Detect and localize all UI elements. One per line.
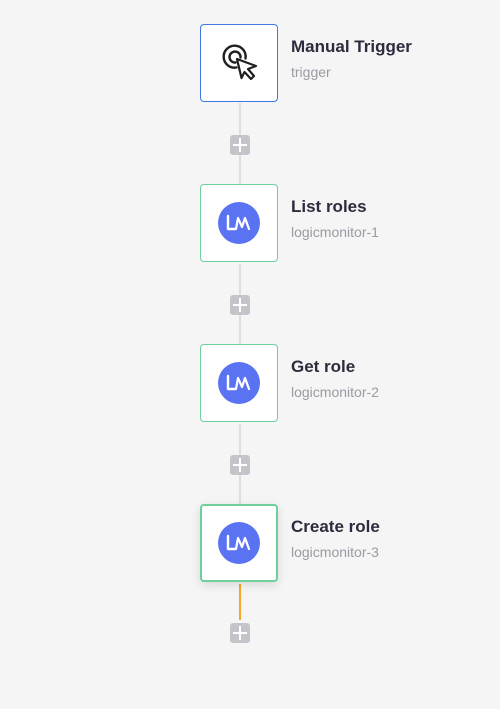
step-title[interactable]: Manual Trigger — [291, 37, 412, 56]
add-step-button[interactable] — [230, 135, 250, 155]
logicmonitor-icon — [218, 362, 260, 404]
step-card[interactable] — [200, 24, 278, 102]
cursor-click-icon — [216, 38, 262, 89]
step-title[interactable]: Get role — [291, 357, 356, 376]
active-connector-line — [239, 584, 241, 620]
step-title[interactable]: Create role — [291, 517, 380, 536]
step-subtitle: logicmonitor-1 — [291, 224, 379, 240]
step-subtitle: trigger — [291, 64, 331, 80]
step-text: Create role logicmonitor-3 — [291, 517, 380, 561]
logicmonitor-icon — [218, 202, 260, 244]
add-step-button[interactable] — [230, 295, 250, 315]
step-card-selected[interactable] — [200, 504, 278, 582]
workflow-step-list-roles[interactable]: List roles logicmonitor-1 — [200, 184, 379, 264]
workflow-step-manual-trigger[interactable]: Manual Trigger trigger — [200, 24, 412, 104]
step-card[interactable] — [200, 184, 278, 262]
step-text: List roles logicmonitor-1 — [291, 197, 379, 241]
step-subtitle: logicmonitor-2 — [291, 384, 379, 400]
step-title[interactable]: List roles — [291, 197, 367, 216]
workflow-step-get-role[interactable]: Get role logicmonitor-2 — [200, 344, 379, 424]
add-step-button[interactable] — [230, 455, 250, 475]
step-text: Get role logicmonitor-2 — [291, 357, 379, 401]
workflow-step-create-role[interactable]: Create role logicmonitor-3 — [200, 504, 380, 584]
step-subtitle: logicmonitor-3 — [291, 544, 379, 560]
logicmonitor-icon — [218, 522, 260, 564]
step-text: Manual Trigger trigger — [291, 37, 412, 81]
add-step-button[interactable] — [230, 623, 250, 643]
step-card[interactable] — [200, 344, 278, 422]
